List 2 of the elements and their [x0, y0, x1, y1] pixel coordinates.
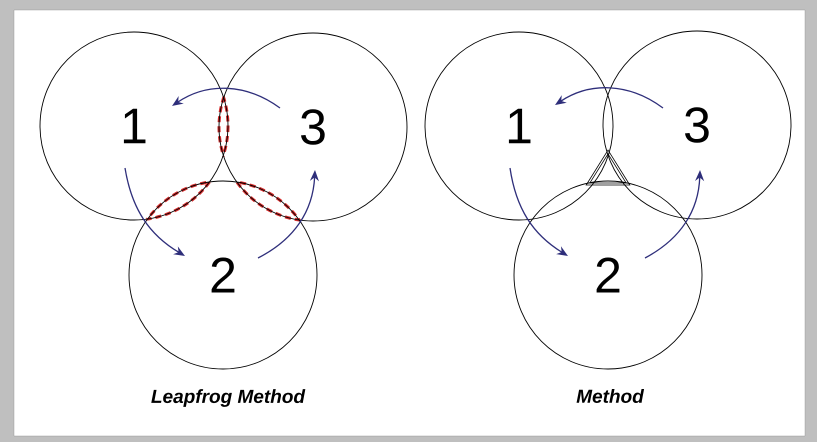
caption-text: Method	[576, 389, 644, 403]
caption-text: Leapfrog Method	[151, 389, 306, 407]
